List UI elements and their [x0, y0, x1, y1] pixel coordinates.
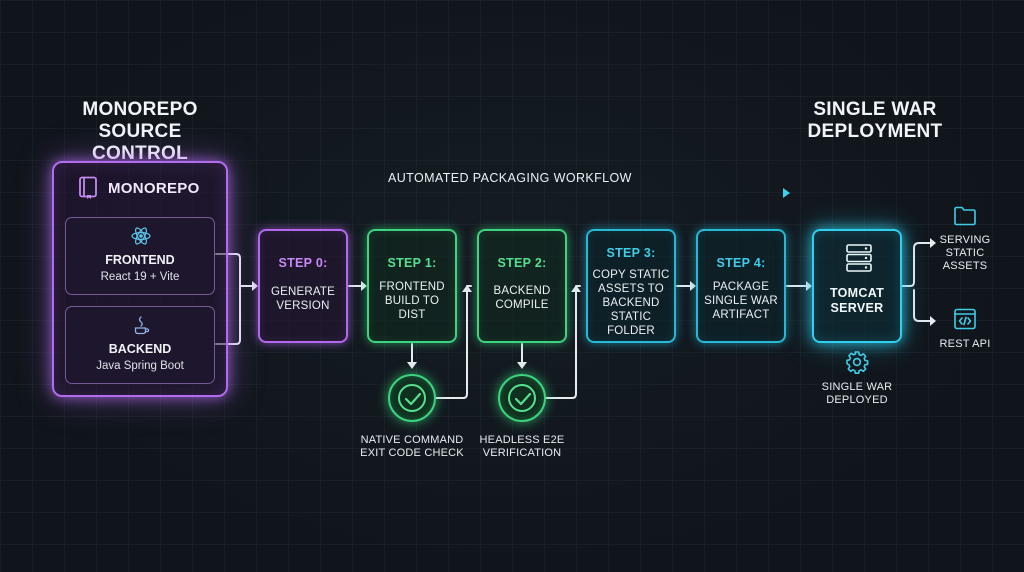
deployed-caption: SINGLE WAR DEPLOYED: [812, 381, 902, 407]
heading-line: SINGLE WAR: [813, 99, 937, 120]
caption-line: SINGLE WAR: [821, 381, 893, 393]
step-text: BACKEND: [493, 285, 551, 297]
caption-line: EXIT CODE CHECK: [360, 447, 464, 459]
caption-line: REST API: [939, 338, 991, 350]
step-4-box: STEP 4: PACKAGE SINGLE WAR ARTIFACT: [696, 229, 786, 343]
backend-name: BACKEND: [108, 342, 172, 356]
heading-line: SOURCE CONTROL: [91, 121, 189, 164]
step-text: PACKAGE: [712, 281, 770, 293]
monorepo-label: MONOREPO: [108, 179, 200, 197]
step-text: BUILD TO: [384, 295, 440, 307]
deployment-heading: SINGLE WAR DEPLOYMENT: [800, 99, 950, 143]
step-label: STEP 2:: [497, 256, 547, 270]
step-label: STEP 4:: [716, 256, 766, 270]
rest-api-caption: REST API: [930, 338, 1000, 351]
backend-detail: Java Spring Boot: [96, 360, 184, 372]
folder-icon: [954, 206, 976, 226]
step-text: DIST: [398, 309, 426, 321]
caption-line: SERVING: [939, 234, 991, 246]
step-3-box: STEP 3: COPY STATIC ASSETS TO BACKEND ST…: [586, 229, 676, 343]
step-text: FOLDER: [607, 325, 655, 337]
step-label: STEP 1:: [387, 256, 437, 270]
heading-line: DEPLOYMENT: [807, 121, 943, 142]
step-label: STEP 3:: [606, 246, 656, 260]
frontend-detail: React 19 + Vite: [100, 271, 180, 283]
caption-line: ASSETS: [942, 260, 988, 272]
step-2-box: STEP 2: BACKEND COMPILE: [477, 229, 567, 343]
caption-line: HEADLESS E2E: [479, 434, 565, 446]
step-0-box: STEP 0: GENERATE VERSION: [258, 229, 348, 343]
backend-card: BACKEND Java Spring Boot: [65, 306, 215, 384]
frontend-card: FRONTEND React 19 + Vite: [65, 217, 215, 295]
step-text: ASSETS TO: [598, 283, 664, 295]
step-1-box: STEP 1: FRONTEND BUILD TO DIST: [367, 229, 457, 343]
step-text: COMPILE: [495, 299, 549, 311]
tomcat-title: TOMCAT: [829, 286, 885, 300]
step-label: STEP 0:: [278, 256, 328, 270]
caption-line: STATIC: [945, 247, 985, 259]
native-check-caption: NATIVE COMMAND EXIT CODE CHECK: [352, 434, 472, 460]
caption-line: DEPLOYED: [826, 394, 888, 406]
heading-line: MONOREPO: [82, 99, 198, 120]
server-icon: [846, 244, 872, 272]
step-text: ARTIFACT: [712, 309, 770, 321]
workflow-label: AUTOMATED PACKAGING WORKFLOW: [388, 171, 632, 185]
caption-line: VERIFICATION: [482, 447, 562, 459]
frontend-name: FRONTEND: [105, 253, 175, 267]
monorepo-title: MONOREPO: [78, 176, 200, 200]
source-control-heading: MONOREPO SOURCE CONTROL: [52, 99, 228, 165]
code-window-icon: [954, 308, 976, 330]
e2e-check-caption: HEADLESS E2E VERIFICATION: [462, 434, 582, 460]
step-text: BACKEND: [602, 297, 660, 309]
caption-line: NATIVE COMMAND: [360, 434, 464, 446]
static-assets-caption: SERVING STATIC ASSETS: [930, 234, 1000, 273]
step-text: GENERATE: [270, 286, 335, 298]
step-text: SINGLE WAR: [704, 295, 778, 307]
gear-icon: [846, 351, 869, 374]
step-text: VERSION: [276, 300, 330, 312]
check-circle-icon: [388, 374, 436, 422]
repo-book-icon: [79, 176, 97, 199]
java-icon: [134, 316, 150, 335]
step-text: FRONTEND: [379, 281, 445, 293]
tomcat-title: SERVER: [830, 301, 884, 315]
react-icon: [131, 227, 151, 245]
step-text: STATIC: [610, 311, 652, 323]
check-circle-icon: [498, 374, 546, 422]
tomcat-server-box: TOMCAT SERVER: [812, 229, 902, 343]
step-text: COPY STATIC: [592, 269, 670, 281]
